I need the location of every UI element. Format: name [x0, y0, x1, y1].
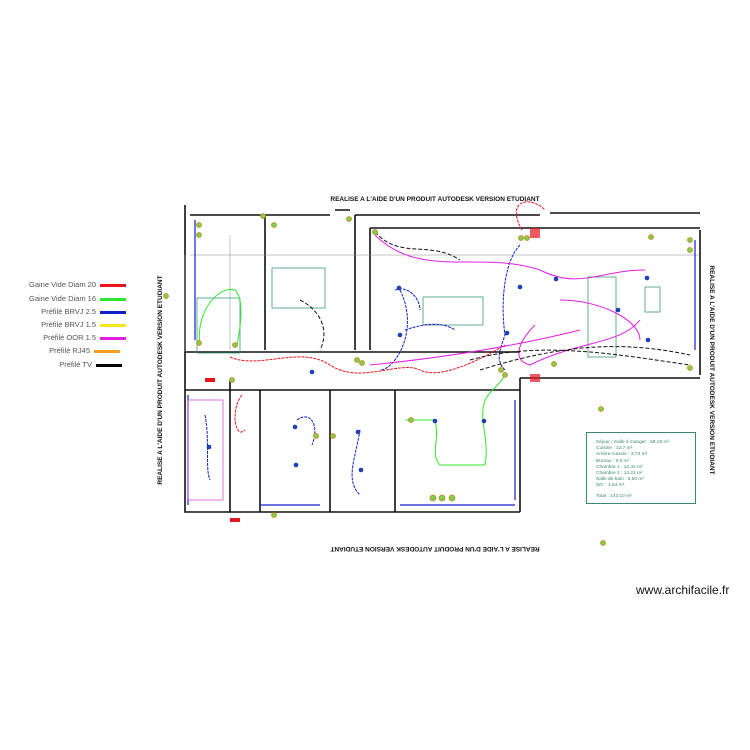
- legend-label: Gaine Vide Diam 16: [29, 294, 96, 303]
- wires: [198, 201, 691, 496]
- blue-wall-lines: [187, 220, 696, 506]
- watermark-left: REALISE A L'AIDE D'UN PRODUIT AUTODESK V…: [157, 275, 164, 484]
- wire-brvj25: [379, 289, 408, 371]
- light-points: [206, 275, 651, 473]
- site-watermark: www.archifacile.fr: [636, 583, 730, 597]
- wire-gaine-16: [198, 288, 242, 346]
- legend-item: Préfilé RJ45: [22, 346, 132, 358]
- legend-label: Préfilé TV: [59, 360, 92, 369]
- legend-label: Préfilé OOR 1.5: [43, 333, 96, 342]
- area-line: Cuisine : 12,7 m²: [596, 446, 633, 452]
- wire-tv: [299, 231, 691, 371]
- legend-label: Préfilé RJ45: [49, 346, 90, 355]
- legend-swatch: [100, 324, 126, 327]
- wire-gaine-20: [234, 394, 246, 433]
- legend-item: Préfilé TV: [22, 360, 132, 372]
- legend-label: Gaine Vide Diam 20: [29, 280, 96, 289]
- area-total: Total : 143,10 m²: [596, 493, 632, 499]
- area-line: Séjour / Salle à manger : 68,16 m²: [596, 440, 670, 445]
- legend-item: Gaine Vide Diam 20: [22, 280, 132, 292]
- legend-label: Préfilé BRVJ 1.5: [41, 320, 96, 329]
- legend-swatch: [100, 337, 126, 340]
- watermark-right: REALISE A L'AIDE D'UN PRODUIT AUTODESK V…: [708, 265, 715, 474]
- legend-swatch: [100, 311, 126, 314]
- area-line: WC : 1,64 m²: [596, 483, 625, 489]
- watermark-top: REALISE A L'AIDE D'UN PRODUIT AUTODESK V…: [330, 196, 539, 203]
- walls: [184, 205, 701, 513]
- legend-item: Gaine Vide Diam 16: [22, 294, 132, 306]
- wire-gaine-20: [229, 344, 506, 374]
- outlets: [163, 213, 693, 546]
- legend-swatch: [100, 298, 126, 301]
- electrical-panel-symbols: [205, 228, 540, 522]
- legend-swatch: [94, 350, 120, 353]
- legend-swatch: [100, 284, 126, 287]
- area-line: Salle de bain : 5,50 m²: [596, 477, 644, 483]
- legend-item: Préfilé BRVJ 1.5: [22, 320, 132, 332]
- legend-item: Préfilé OOR 1.5: [22, 333, 132, 345]
- area-line: Chambre 2 : 14,21 m²: [596, 471, 643, 477]
- wire-gaine-20: [515, 201, 546, 231]
- legend-swatch: [96, 364, 122, 367]
- watermark-bottom: REALISE A L'AIDE D'UN PRODUIT AUTODESK V…: [330, 545, 539, 552]
- inner-lines: [184, 235, 700, 352]
- area-summary-box: Séjour / Salle à manger : 68,16 m² Cuisi…: [586, 432, 696, 504]
- area-line: Arrière-cuisine : 3,73 m²: [596, 452, 648, 458]
- legend-label: Préfilé BRVJ 2.5: [41, 307, 96, 316]
- wire-brvj25: [394, 288, 456, 331]
- wire-brvj25: [204, 414, 361, 496]
- wire-oor15: [369, 234, 646, 366]
- area-line: Chambre 1 : 12,42 m²: [596, 464, 643, 470]
- wire-brvj25: [498, 244, 521, 371]
- area-line: Bureau : 9,6 m²: [596, 458, 630, 464]
- wire-gaine-16: [405, 374, 506, 466]
- legend-item: Préfilé BRVJ 2.5: [22, 307, 132, 319]
